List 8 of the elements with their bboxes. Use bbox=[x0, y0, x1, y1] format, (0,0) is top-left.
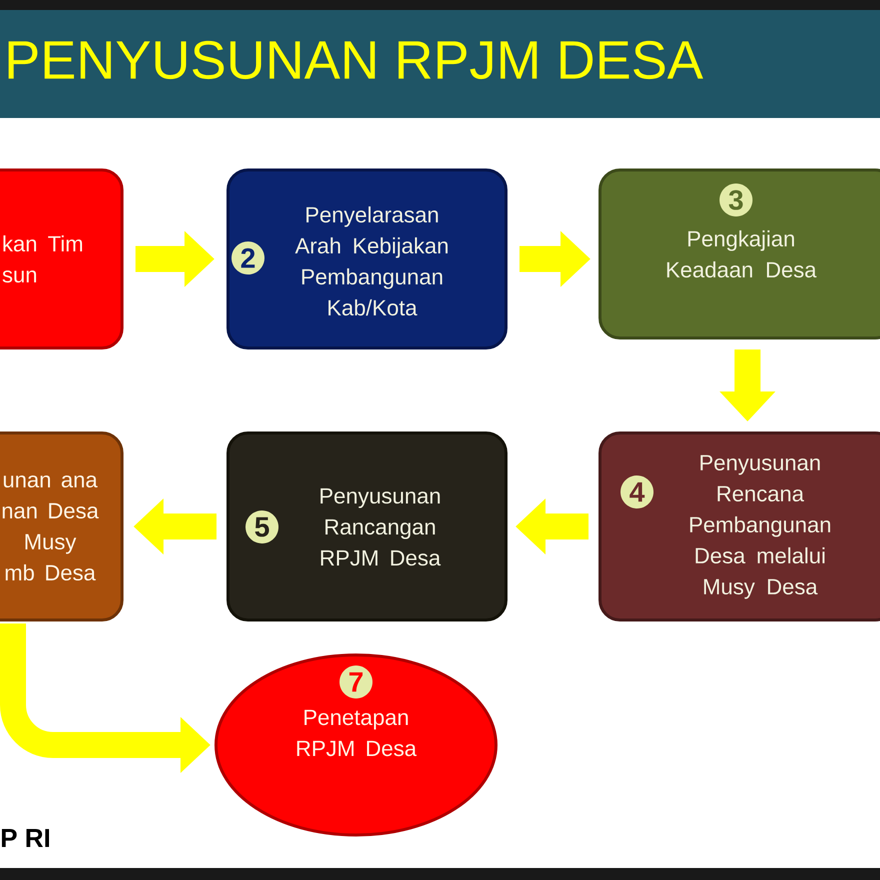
process-box: 3 Pengkajian Keadaan Desa bbox=[598, 168, 880, 340]
process-box: 5 Penyusunan Rancangan RPJM Desa bbox=[226, 432, 508, 622]
footer-text: P RI bbox=[2, 829, 49, 847]
process-box: unan ana nan Desa Musy mb Desa bbox=[0, 432, 124, 622]
title-banner: PENYUSUNAN RPJM DESA bbox=[0, 10, 880, 118]
process-box: 4 Penyusunan Rencana Pembangunan Desa melalui Musy Desa bbox=[598, 432, 880, 622]
process-box: 2 Penyelarasan Arah Kebijakan Pembangunan Kab/Kota bbox=[226, 168, 508, 350]
process-box: kan Tim sun bbox=[0, 168, 124, 350]
